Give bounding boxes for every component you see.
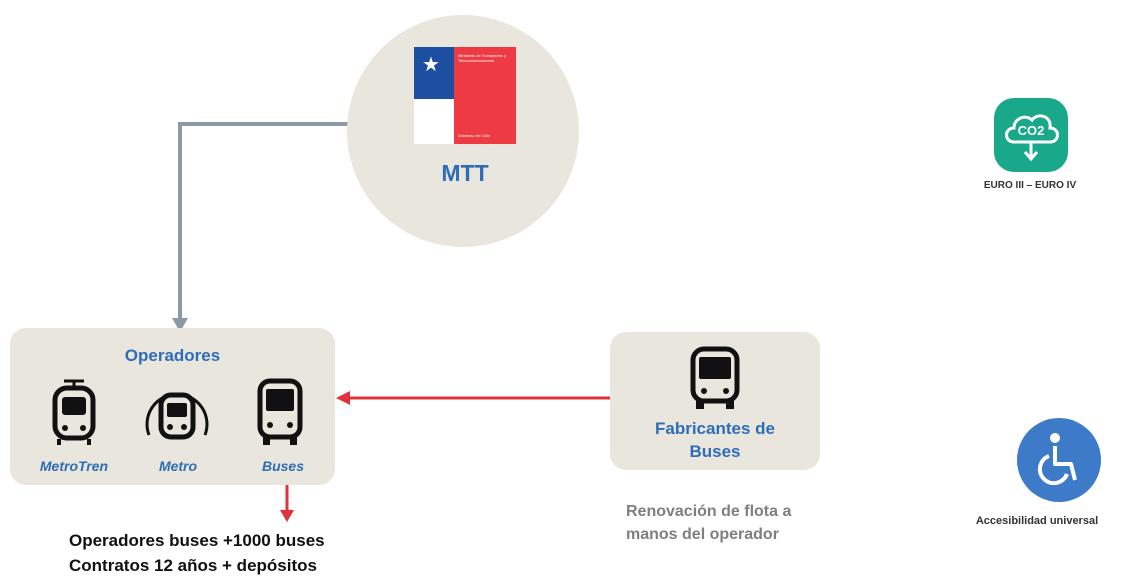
mtt-label: MTT (441, 160, 489, 186)
ministry-logo: ★ Ministerio de Transportes y Telecomuni… (414, 47, 516, 144)
metro-icon (145, 392, 209, 440)
mode-label-buses: Buses (261, 458, 305, 474)
mtt-to-operadores-arrow (178, 122, 349, 320)
operadores-notes: Operadores buses +1000 buses Contratos 1… (69, 528, 325, 578)
star-icon: ★ (422, 54, 440, 76)
emissions-label: EURO III – EURO IV (983, 180, 1077, 191)
red-arrowhead-down (280, 510, 294, 522)
bus-manufacturer-icon (690, 346, 740, 409)
note-contracts: Contratos 12 años + depósitos (69, 556, 317, 575)
mtt-arrowhead (172, 318, 188, 332)
co2-cloud-icon: CO2 (994, 98, 1068, 172)
red-arrowhead-left (336, 391, 350, 405)
operadores-title: Operadores (124, 346, 221, 365)
fabricantes-title-line2: Buses (689, 442, 741, 461)
train-icon (52, 379, 96, 445)
renovacion-line1: Renovación de flota a (626, 503, 792, 520)
note-buses-count: Operadores buses +1000 buses (69, 531, 325, 550)
bus-icon (257, 378, 303, 445)
renovacion-line2: manos del operador (626, 526, 779, 543)
logo-text-bottom: Gobierno de Chile (458, 133, 491, 138)
co2-text: CO2 (1018, 123, 1045, 138)
logo-text-top: Ministerio de Transportes y Telecomunica… (458, 53, 507, 63)
fabricantes-title: Fabricantes de Buses (610, 417, 820, 463)
wheelchair-icon (1017, 418, 1101, 502)
renovacion-note: Renovación de flota a manos del operador (626, 500, 791, 546)
accessibility-label: Accesibilidad universal (975, 515, 1099, 527)
fabricantes-title-line1: Fabricantes de (655, 419, 775, 438)
mode-label-metro: Metro (158, 458, 198, 474)
mode-label-metrotren: MetroTren (39, 458, 109, 474)
